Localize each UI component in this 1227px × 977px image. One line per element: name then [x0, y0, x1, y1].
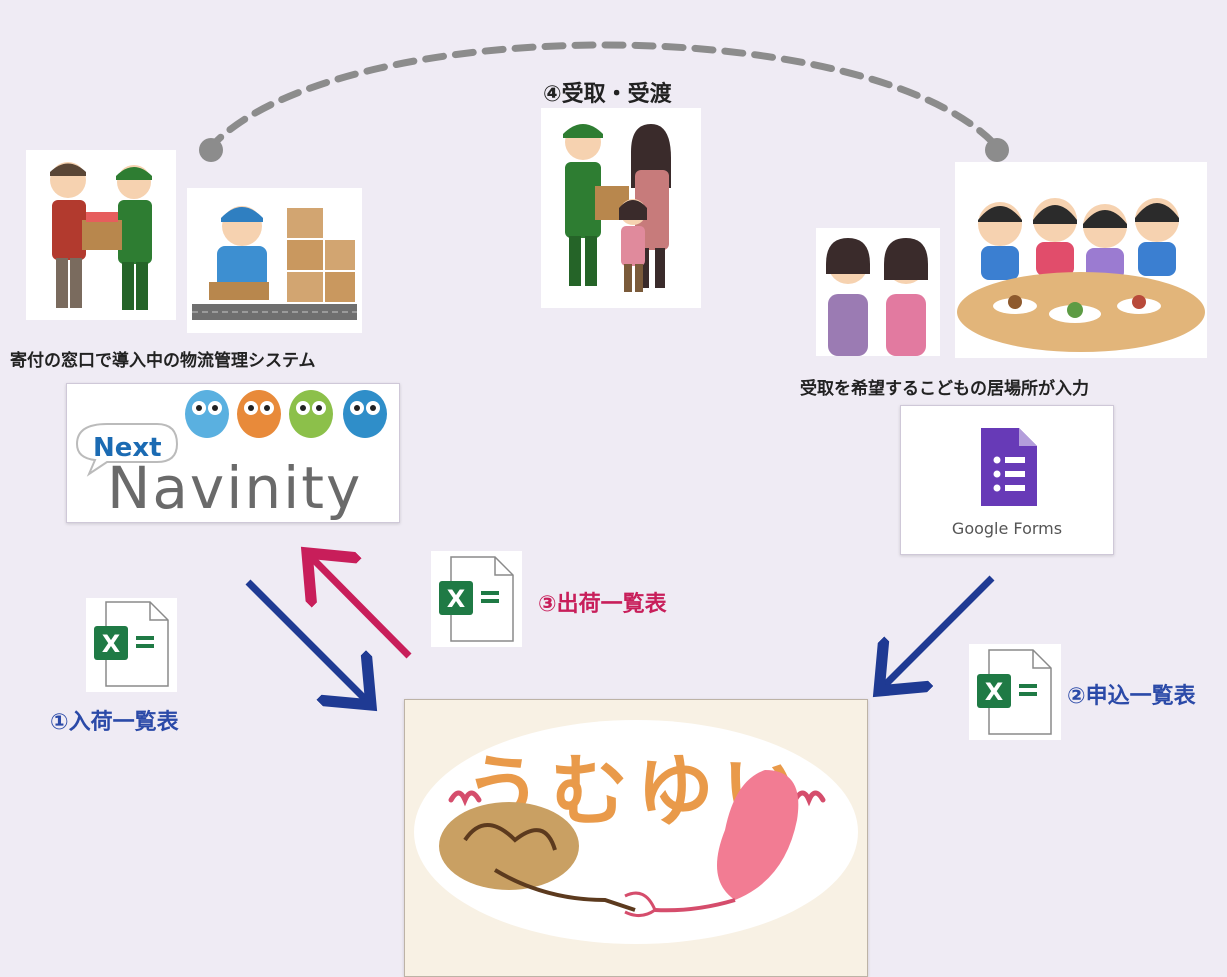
svg-text:X: X — [985, 678, 1004, 706]
umuyui-logo-card: うむゆい — [404, 699, 868, 977]
arc-endpoint-right — [985, 138, 1009, 162]
donation-handover-illustration — [26, 150, 176, 320]
arrow-shipment — [312, 558, 412, 659]
navinity-name-text: Navinity — [107, 454, 362, 522]
excel-inbound-icon: X — [86, 598, 177, 692]
children-dining-illustration — [955, 162, 1207, 358]
owl-blue-icon — [185, 390, 229, 438]
warehouse-worker-illustration — [187, 188, 362, 333]
requests-caption: 受取を希望するこどもの居場所が入力 — [800, 379, 1089, 399]
owl-teal-icon — [343, 390, 387, 438]
navinity-logo: Next Navinity — [75, 390, 387, 522]
step3-label: ③出荷一覧表 — [538, 592, 667, 617]
two-women-illustration — [816, 228, 940, 356]
arc-endpoint-left — [199, 138, 223, 162]
arrow-applications — [884, 575, 995, 686]
navinity-next-text: Next — [93, 433, 162, 463]
google-forms-text: Google Forms — [952, 519, 1062, 538]
svg-text:X: X — [102, 630, 121, 658]
excel-applications-icon: X — [969, 644, 1061, 740]
dashed-arc — [204, 41, 1004, 154]
step1-label: ①入荷一覧表 — [50, 710, 179, 735]
owl-green-icon — [289, 390, 333, 438]
google-forms-icon — [981, 428, 1037, 506]
google-forms-card: Google Forms — [900, 405, 1114, 555]
handover-family-illustration — [541, 108, 701, 308]
svg-text:X: X — [447, 585, 466, 613]
step4-label: ④受取・受渡 — [543, 82, 672, 107]
arrow-inbound — [245, 579, 366, 700]
umuyui-logo: うむゆい — [414, 720, 858, 944]
logistics-caption: 寄付の窓口で導入中の物流管理システム — [10, 351, 316, 371]
excel-shipment-icon: X — [431, 551, 522, 647]
navinity-logo-card: Next Navinity — [66, 383, 400, 523]
step2-label: ②申込一覧表 — [1067, 684, 1196, 709]
owl-orange-icon — [237, 390, 281, 438]
google-forms-logo: Google Forms — [952, 428, 1062, 538]
